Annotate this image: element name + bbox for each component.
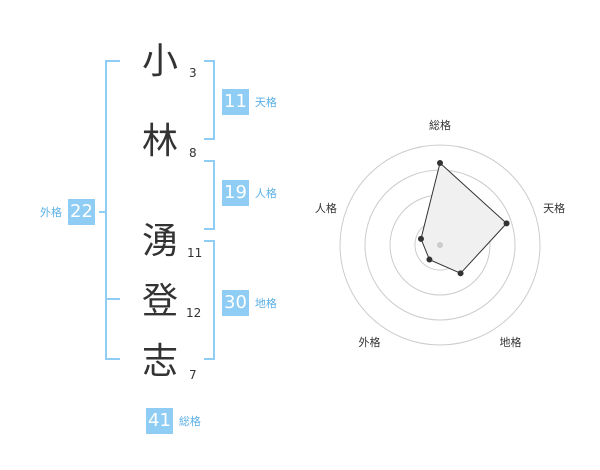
tenkaku-bracket xyxy=(204,60,215,140)
name-char-1: 小 xyxy=(141,41,178,82)
soukaku-value: 41 xyxy=(146,408,173,434)
stroke-count-1: 3 xyxy=(189,66,197,80)
radar-axis-label-2: 天格 xyxy=(543,201,565,215)
radar-point-2 xyxy=(503,220,510,227)
chikaku-label: 地格 xyxy=(254,297,277,310)
tenkaku-value: 11 xyxy=(222,89,249,115)
gaikaku-bracket-tick xyxy=(105,298,120,300)
chikaku-value: 30 xyxy=(222,290,249,316)
gaikaku-value: 22 xyxy=(68,199,95,225)
gaikaku-badge: 22 外格 xyxy=(40,199,95,225)
radar-point-3 xyxy=(457,270,464,277)
stroke-count-3: 11 xyxy=(187,246,203,260)
chikaku-bracket xyxy=(204,240,215,360)
radar-point-5 xyxy=(417,235,424,242)
name-char-5: 志 xyxy=(141,341,178,382)
stroke-count-4: 12 xyxy=(186,306,202,320)
radar-point-1 xyxy=(437,160,443,166)
stroke-count-5: 7 xyxy=(189,368,197,382)
radar-axis-label-3: 地格 xyxy=(500,335,522,349)
radar-axis-label-1: 総格 xyxy=(429,118,451,132)
gaikaku-bracket-connector xyxy=(99,211,105,213)
gaikaku-bracket xyxy=(105,60,120,360)
stroke-count-2: 8 xyxy=(189,146,197,160)
jinkaku-label: 人格 xyxy=(254,187,277,200)
chikaku-badge: 30 地格 xyxy=(222,290,277,316)
jinkaku-badge: 19 人格 xyxy=(222,180,277,206)
name-char-2: 林 xyxy=(141,121,178,162)
name-char-3: 湧 xyxy=(141,221,178,262)
radar-center xyxy=(437,242,443,248)
soukaku-badge: 41 総格 xyxy=(146,408,201,434)
tenkaku-label: 天格 xyxy=(254,96,277,109)
radar-grid-ring xyxy=(339,144,541,346)
tenkaku-badge: 11 天格 xyxy=(222,89,277,115)
soukaku-label: 総格 xyxy=(178,415,201,428)
jinkaku-value: 19 xyxy=(222,180,249,206)
jinkaku-bracket xyxy=(204,160,215,230)
name-char-4: 登 xyxy=(141,281,178,322)
radar-axis-label-5: 人格 xyxy=(315,201,337,215)
radar-data-polygon xyxy=(420,162,508,274)
radar-point-4 xyxy=(426,256,433,263)
radar-axis-label-4: 外格 xyxy=(358,335,380,349)
gaikaku-label: 外格 xyxy=(40,206,62,219)
